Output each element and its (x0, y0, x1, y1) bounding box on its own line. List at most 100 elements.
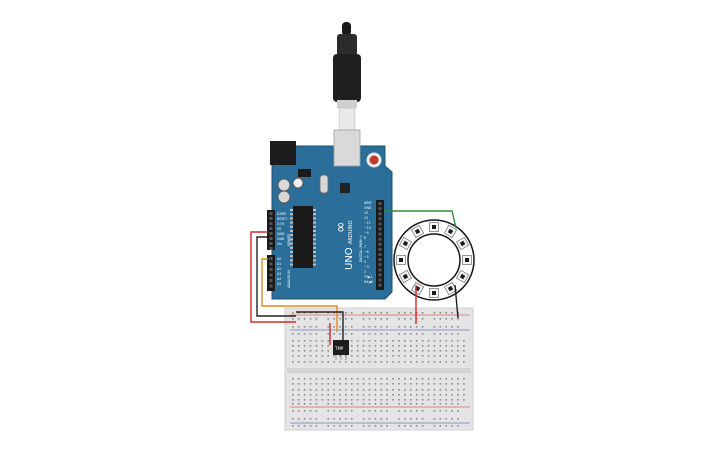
led-chip (447, 285, 454, 292)
breadboard-hole (380, 333, 383, 335)
breadboard-hole (321, 383, 324, 385)
breadboard-hole (421, 394, 424, 396)
wire-gnd-black[interactable] (256, 236, 296, 317)
chip-pin (313, 255, 316, 258)
chip-pin (313, 242, 316, 245)
breadboard-hole (415, 350, 418, 352)
digital-label-aref: AREF (364, 201, 372, 205)
breadboard-hole (327, 383, 329, 385)
digital-label-13: 13 (364, 211, 368, 215)
breadboard-hole (421, 318, 424, 320)
breadboard-hole (339, 318, 341, 320)
breadboard-hole (315, 410, 318, 412)
breadboard-hole (368, 425, 371, 427)
microcontroller-chip (293, 206, 313, 268)
breadboard-hole (404, 410, 406, 412)
analog-label-4: A4 (277, 277, 281, 281)
neopixel-ring[interactable] (393, 219, 475, 301)
breadboard-hole (345, 403, 347, 405)
breadboard-hole (362, 318, 365, 320)
breadboard-hole (303, 394, 306, 396)
chip-pin (290, 263, 293, 266)
wire-a0-orange[interactable] (261, 258, 338, 332)
breadboard-hole (380, 361, 383, 363)
breadboard-hole (415, 333, 418, 335)
breadboard-hole (368, 318, 371, 320)
wire-data-green[interactable] (384, 210, 457, 229)
breadboard-hole (439, 340, 442, 342)
chip-pin (290, 217, 293, 220)
breadboard-hole (292, 418, 294, 420)
breadboard-hole (398, 355, 400, 357)
breadboard-hole (333, 355, 335, 357)
chip-pin (313, 225, 316, 228)
header-pin (269, 217, 273, 220)
breadboard-hole (309, 326, 312, 328)
wires (250, 210, 459, 345)
breadboard-hole (327, 399, 329, 401)
breadboard-hole (427, 355, 430, 357)
breadboard-hole (368, 355, 371, 357)
breadboard-hole (427, 399, 430, 401)
breadboard-hole (404, 418, 406, 420)
breadboard-hole (421, 403, 424, 405)
breadboard-hole (421, 418, 424, 420)
breadboard-hole (457, 383, 459, 385)
breadboard-hole (297, 333, 300, 335)
breadboard-hole (415, 389, 418, 391)
breadboard-hole (445, 326, 447, 328)
breadboard-hole (451, 318, 453, 320)
breadboard-hole (415, 355, 418, 357)
breadboard-hole (386, 378, 388, 380)
breadboard-hole (433, 389, 436, 391)
breadboard-hole (398, 350, 400, 352)
usb-cable[interactable] (333, 22, 361, 131)
breadboard-hole (297, 389, 300, 391)
breadboard-hole (327, 389, 329, 391)
wire-ring-black[interactable] (454, 284, 459, 319)
header-pin (378, 253, 382, 256)
breadboard-hole (380, 394, 383, 396)
breadboard-hole (421, 312, 424, 314)
breadboard[interactable] (284, 307, 474, 431)
breadboard-hole (451, 355, 453, 357)
wire-sensor-black[interactable] (296, 311, 344, 345)
breadboard-hole (292, 410, 294, 412)
chip-pin (290, 255, 293, 258)
breadboard-hole (380, 403, 383, 405)
breadboard-hole (315, 389, 318, 391)
breadboard-hole (345, 326, 347, 328)
breadboard-hole (309, 418, 312, 420)
breadboard-hole (315, 394, 318, 396)
arduino-uno-board[interactable]: ARDUINO ∞ UNO IOREF RESET 3.3V 5V GND GN… (267, 129, 393, 300)
breadboard-hole (362, 418, 365, 420)
reset-button[interactable] (366, 152, 382, 168)
breadboard-hole (451, 399, 453, 401)
breadboard-hole (404, 350, 406, 352)
digital-label-3: ~3 (364, 265, 369, 269)
breadboard-hole (404, 340, 406, 342)
breadboard-hole (309, 389, 312, 391)
wire-5v-red[interactable] (250, 231, 296, 323)
breadboard-hole (368, 418, 371, 420)
breadboard-hole (439, 383, 442, 385)
breadboard-hole (415, 361, 418, 363)
breadboard-hole (356, 389, 359, 391)
breadboard-hole (315, 333, 318, 335)
header-pin (269, 273, 273, 277)
tmp-sensor[interactable]: TMP (333, 340, 349, 360)
header-pin (378, 268, 382, 272)
breadboard-hole (386, 350, 388, 352)
chip-pin (290, 209, 293, 211)
breadboard-hole (351, 340, 353, 342)
breadboard-hole (327, 403, 329, 405)
breadboard-hole (392, 361, 394, 363)
breadboard-hole (392, 345, 394, 347)
breadboard-hole (309, 403, 312, 405)
breadboard-hole (368, 378, 371, 380)
breadboard-hole (356, 361, 359, 363)
breadboard-hole (356, 345, 359, 347)
analog-label-0: A0 (277, 257, 281, 261)
breadboard-hole (315, 403, 318, 405)
breadboard-hole (351, 333, 353, 335)
